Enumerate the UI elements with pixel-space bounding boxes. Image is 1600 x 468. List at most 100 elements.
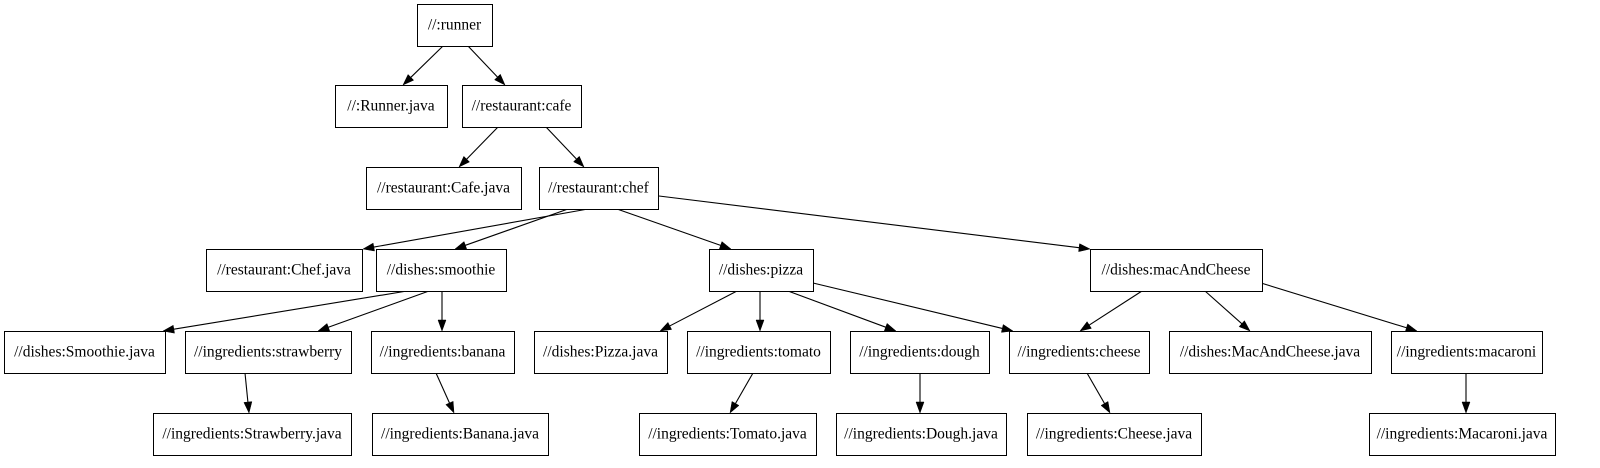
node-box[interactable] xyxy=(709,249,814,292)
edge-line xyxy=(669,290,738,327)
edge-arrowhead-icon xyxy=(1100,401,1111,414)
edge-arrowhead-icon xyxy=(729,401,740,414)
graph-edge xyxy=(1079,290,1143,332)
node-box[interactable] xyxy=(462,85,582,128)
node-label: //dishes:Smoothie.java xyxy=(14,344,155,361)
graph-node-runner[interactable]: //:runner xyxy=(417,4,493,47)
node-label: //dishes:macAndCheese xyxy=(1102,262,1251,279)
node-box[interactable] xyxy=(417,4,493,47)
edge-line xyxy=(244,372,249,403)
graph-node-Smoothie_java[interactable]: //dishes:Smoothie.java xyxy=(4,331,166,374)
edge-arrowhead-icon xyxy=(1079,321,1092,332)
node-box[interactable] xyxy=(850,331,990,374)
node-label: //ingredients:Strawberry.java xyxy=(162,426,341,443)
edge-arrowhead-icon xyxy=(458,155,470,168)
edge-arrowhead-icon xyxy=(659,321,672,332)
node-box[interactable] xyxy=(534,331,668,374)
node-box[interactable] xyxy=(1027,413,1202,456)
node-box[interactable] xyxy=(371,331,515,374)
edge-arrowhead-icon xyxy=(1461,401,1471,414)
nodes-layer: //:runner //:Runner.java //restaurant:cafe… xyxy=(4,4,1556,456)
node-label: //ingredients:Dough.java xyxy=(844,426,998,443)
graph-node-dishes_pizza[interactable]: //dishes:pizza xyxy=(709,249,814,292)
edge-line xyxy=(812,282,1003,329)
graph-edge xyxy=(729,372,754,414)
node-box[interactable] xyxy=(376,249,507,292)
graph-edge xyxy=(755,291,765,332)
graph-edge xyxy=(1086,372,1111,414)
edge-arrowhead-icon xyxy=(445,400,455,414)
graph-edge xyxy=(1461,373,1471,414)
graph-node-Tomato_java[interactable]: //ingredients:Tomato.java xyxy=(639,413,817,456)
graph-node-Dough_java[interactable]: //ingredients:Dough.java xyxy=(836,413,1007,456)
edge-line xyxy=(467,45,498,78)
node-label: //restaurant:Chef.java xyxy=(217,262,351,279)
edge-line xyxy=(1260,282,1407,329)
node-label: //ingredients:strawberry xyxy=(194,344,342,361)
node-box[interactable] xyxy=(1090,249,1263,292)
graph-node-dishes_macandchz[interactable]: //dishes:macAndCheese xyxy=(1090,249,1263,292)
node-box[interactable] xyxy=(639,413,817,456)
graph-edge xyxy=(458,126,499,168)
graph-node-Strawberry_java[interactable]: //ingredients:Strawberry.java xyxy=(153,413,352,456)
graph-node-ing_macaroni[interactable]: //ingredients:macaroni xyxy=(1391,331,1543,374)
graph-node-Pizza_java[interactable]: //dishes:Pizza.java xyxy=(534,331,668,374)
node-box[interactable] xyxy=(335,85,448,128)
edge-arrowhead-icon xyxy=(402,74,415,86)
node-box[interactable] xyxy=(1169,331,1372,374)
graph-edge xyxy=(659,290,738,332)
edge-arrowhead-icon xyxy=(1001,324,1014,333)
node-box[interactable] xyxy=(366,167,522,210)
edges-layer xyxy=(162,45,1471,414)
node-label: //ingredients:macaroni xyxy=(1397,344,1537,361)
edge-arrowhead-icon xyxy=(1404,323,1418,332)
graph-edge xyxy=(435,372,455,414)
graph-node-Macaroni_java[interactable]: //ingredients:Macaroni.java xyxy=(1369,413,1556,456)
graph-node-dishes_smoothie[interactable]: //dishes:smoothie xyxy=(376,249,507,292)
graph-edge xyxy=(243,372,253,414)
graph-node-Cafe_java[interactable]: //restaurant:Cafe.java xyxy=(366,167,522,210)
node-label: //ingredients:Macaroni.java xyxy=(1377,426,1548,443)
node-box[interactable] xyxy=(185,331,352,374)
edge-arrowhead-icon xyxy=(573,155,585,168)
node-box[interactable] xyxy=(836,413,1007,456)
edge-arrowhead-icon xyxy=(1238,320,1251,332)
graph-node-ing_cheese[interactable]: //ingredients:cheese xyxy=(1009,331,1150,374)
edge-arrowhead-icon xyxy=(883,323,897,332)
node-box[interactable] xyxy=(206,249,363,292)
node-box[interactable] xyxy=(1391,331,1543,374)
edge-arrowhead-icon xyxy=(362,242,375,252)
node-label: //:Runner.java xyxy=(347,98,435,115)
graph-edge xyxy=(787,290,897,332)
node-label: //ingredients:Tomato.java xyxy=(648,426,807,443)
edge-line xyxy=(465,208,569,246)
node-box[interactable] xyxy=(4,331,166,374)
node-box[interactable] xyxy=(372,413,549,456)
node-label: //restaurant:chef xyxy=(548,180,650,197)
node-box[interactable] xyxy=(1009,331,1150,374)
edge-line xyxy=(435,372,450,404)
graph-node-ing_strawberry[interactable]: //ingredients:strawberry xyxy=(185,331,352,374)
graph-node-ing_dough[interactable]: //ingredients:dough xyxy=(850,331,990,374)
graph-node-Chef_java[interactable]: //restaurant:Chef.java xyxy=(206,249,363,292)
node-label: //ingredients:tomato xyxy=(696,344,821,361)
edge-arrowhead-icon xyxy=(755,319,765,332)
node-box[interactable] xyxy=(687,331,831,374)
node-label: //:runner xyxy=(428,17,482,34)
graph-node-ing_banana[interactable]: //ingredients:banana xyxy=(371,331,515,374)
graph-node-Runner_java[interactable]: //:Runner.java xyxy=(335,85,448,128)
graph-node-ing_tomato[interactable]: //ingredients:tomato xyxy=(687,331,831,374)
edge-arrowhead-icon xyxy=(454,241,468,250)
edge-line xyxy=(735,372,754,404)
graph-node-Cheese_java[interactable]: //ingredients:Cheese.java xyxy=(1027,413,1202,456)
graph-node-MacAndCheese_java[interactable]: //dishes:MacAndCheese.java xyxy=(1169,331,1372,374)
graph-node-Banana_java[interactable]: //ingredients:Banana.java xyxy=(372,413,549,456)
node-box[interactable] xyxy=(539,167,659,210)
graph-edge xyxy=(437,291,447,332)
edge-line xyxy=(1088,290,1143,326)
node-box[interactable] xyxy=(1369,413,1556,456)
graph-node-restaurant_chef[interactable]: //restaurant:chef xyxy=(539,167,659,210)
node-box[interactable] xyxy=(153,413,352,456)
graph-node-restaurant_cafe[interactable]: //restaurant:cafe xyxy=(462,85,582,128)
graph-edge xyxy=(915,373,925,414)
